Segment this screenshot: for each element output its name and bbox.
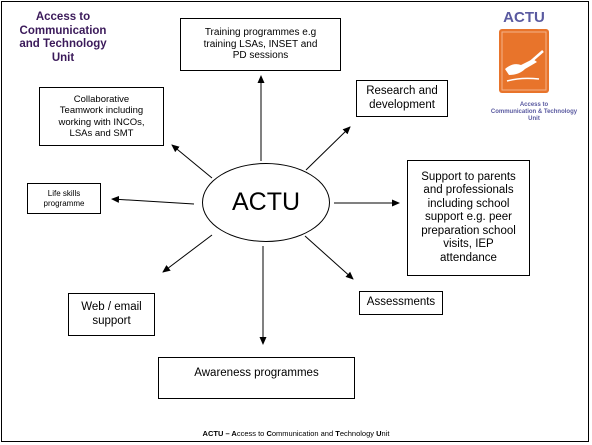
box-line: PD sessions xyxy=(232,50,289,62)
box-line: Collaborative xyxy=(73,94,130,106)
box-line: Web / email xyxy=(81,300,142,313)
logo-caption-line: Communication & Technology xyxy=(490,109,578,116)
teamwork-box: Collaborative Teamwork including working… xyxy=(39,87,164,146)
box-line: including school xyxy=(427,197,510,210)
footer-bold: C xyxy=(266,429,272,438)
web-support-box: Web / email support xyxy=(68,293,155,336)
life-skills-box: Life skills programme xyxy=(27,183,101,214)
box-line: and professionals xyxy=(423,184,514,197)
logo-title: ACTU xyxy=(503,9,545,26)
box-line: training LSAs, INSET and xyxy=(203,38,318,50)
box-line: support xyxy=(92,314,131,327)
unit-title-line: and Technology xyxy=(19,38,107,51)
box-line: Life skills xyxy=(47,189,81,199)
arrow-to-teamwork xyxy=(171,144,213,179)
awareness-box: Awareness programmes xyxy=(158,357,355,399)
footer-text: ommunication and xyxy=(271,429,336,438)
box-line: visits, IEP xyxy=(443,238,494,251)
footer-bold: U xyxy=(376,429,382,438)
footer-text: nit xyxy=(381,429,390,438)
arrow-to-assessments xyxy=(304,235,354,280)
footer-text: ccess to xyxy=(236,429,267,438)
box-line: Teamwork including xyxy=(59,105,144,117)
training-box: Training programmes e.g training LSAs, I… xyxy=(180,18,341,71)
box-line: Research and xyxy=(366,84,438,97)
hand-pen-icon xyxy=(499,29,549,93)
footer-bold: ACTU – A xyxy=(202,429,237,438)
actu-logo: ACTU Access to Communication & Technolog… xyxy=(488,9,588,129)
support-box: Support to parents and professionals inc… xyxy=(407,160,530,276)
assessments-box: Assessments xyxy=(359,291,443,315)
box-line: attendance xyxy=(440,251,497,264)
unit-title-line: Unit xyxy=(51,51,75,64)
box-line: Support to parents xyxy=(421,170,516,183)
box-line: preparation school xyxy=(421,224,516,237)
box-line: LSAs and SMT xyxy=(69,127,134,139)
box-line: Training programmes e.g xyxy=(204,26,317,38)
logo-caption: Access to Communication & Technology Uni… xyxy=(482,102,586,124)
actu-hub: ACTU xyxy=(202,163,330,242)
logo-caption-line: Access to xyxy=(519,102,549,108)
footer-text: echnology xyxy=(339,429,377,438)
unit-title-line: Access to xyxy=(35,11,91,23)
box-line: development xyxy=(369,98,435,111)
box-line: Awareness programmes xyxy=(194,367,319,379)
unit-title-line: Communication xyxy=(19,24,107,37)
footer-caption: ACTU – Access to Communication and Techn… xyxy=(0,429,592,438)
box-line: support e.g. peer xyxy=(425,211,512,224)
box-line: programme xyxy=(43,198,85,208)
logo-caption-line: Unit xyxy=(528,116,540,123)
arrow-to-research xyxy=(305,126,351,171)
arrow-to-life-skills xyxy=(111,195,195,205)
box-line: working with INCOs, xyxy=(58,116,145,128)
unit-title: Access to Communication and Technology U… xyxy=(8,11,118,65)
research-box: Research and development xyxy=(356,80,448,117)
box-line: Assessments xyxy=(366,296,436,309)
arrow-to-web xyxy=(162,234,213,273)
footer-bold: T xyxy=(335,429,340,438)
